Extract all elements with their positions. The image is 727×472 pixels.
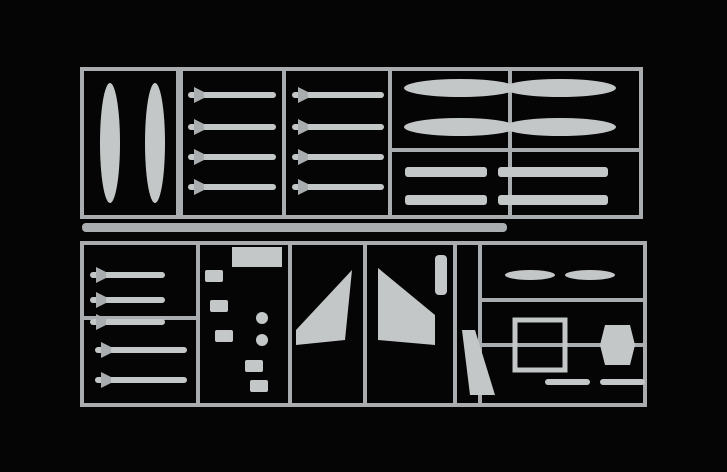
small-part — [205, 270, 223, 282]
bracket-part — [512, 317, 568, 373]
hex-part — [600, 325, 635, 365]
missile-fin — [101, 342, 111, 358]
missile — [188, 184, 276, 190]
landing-gear-door — [462, 330, 495, 395]
missile — [90, 297, 165, 303]
missile — [292, 184, 384, 190]
missile — [188, 92, 276, 98]
missile-fin — [101, 372, 111, 388]
tail-fin-right — [378, 268, 435, 345]
pylon-part — [405, 167, 487, 177]
missile-fin — [96, 292, 106, 308]
missile-fin — [194, 119, 204, 135]
sprue-frame-top-left — [80, 67, 180, 219]
small-part — [245, 360, 263, 372]
antenna-part — [545, 379, 590, 385]
missile — [90, 272, 165, 278]
pylon-part — [405, 195, 487, 205]
antenna-part — [600, 379, 645, 385]
missile — [292, 154, 384, 160]
small-part — [215, 330, 233, 342]
missile — [90, 319, 165, 325]
missile-fin — [194, 149, 204, 165]
vertical-pod — [145, 83, 165, 203]
vertical-pod — [100, 83, 120, 203]
missile-fin — [194, 179, 204, 195]
missile — [292, 92, 384, 98]
wheel — [256, 334, 268, 346]
missile-fin — [96, 267, 106, 283]
missile — [188, 154, 276, 160]
fuel-tank — [504, 79, 616, 97]
missile-fin — [298, 149, 308, 165]
pylon-part — [498, 195, 608, 205]
missile — [95, 377, 187, 383]
small-tank — [565, 270, 615, 280]
fuel-tank — [404, 118, 516, 136]
small-part — [435, 255, 447, 295]
missile-fin — [194, 87, 204, 103]
missile — [95, 347, 187, 353]
missile-fin — [298, 119, 308, 135]
missile — [188, 124, 276, 130]
tail-fin-left — [296, 270, 352, 345]
sprue-tag — [232, 247, 282, 267]
small-part — [250, 380, 268, 392]
missile — [292, 124, 384, 130]
pylon-part — [498, 167, 608, 177]
sprue-long-runner — [82, 223, 507, 232]
sprue-parts — [80, 67, 647, 407]
missile-fin — [96, 314, 106, 330]
small-tank — [505, 270, 555, 280]
small-part — [210, 300, 228, 312]
missile-fin — [298, 179, 308, 195]
missile-fin — [298, 87, 308, 103]
fuel-tank — [504, 118, 616, 136]
wheel — [256, 312, 268, 324]
fuel-tank — [404, 79, 516, 97]
